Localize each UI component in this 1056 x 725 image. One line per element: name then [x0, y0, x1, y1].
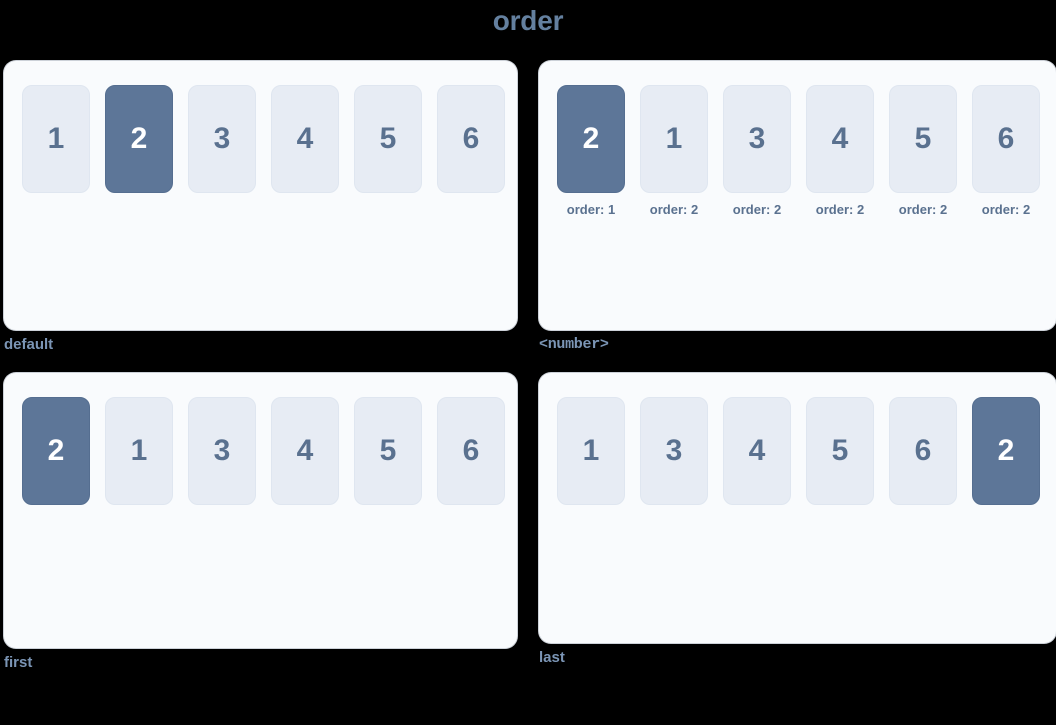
- tile-item: 3: [188, 397, 256, 505]
- tile-order-note: order: 2: [732, 202, 782, 217]
- tile-item: 5: [354, 397, 422, 505]
- tile[interactable]: 3: [188, 85, 256, 193]
- tile[interactable]: 5: [889, 85, 957, 193]
- tile-accent[interactable]: 2: [972, 397, 1040, 505]
- tile-item: 3: [640, 397, 708, 505]
- tile[interactable]: 4: [271, 397, 339, 505]
- tile-item: 2 order: 1: [557, 85, 625, 218]
- tile[interactable]: 6: [889, 397, 957, 505]
- tile[interactable]: 6: [972, 85, 1040, 193]
- tile-item: 4: [271, 397, 339, 505]
- tile-order-note: order: 1: [566, 202, 616, 217]
- tile[interactable]: 4: [723, 397, 791, 505]
- tile-item: 1 order: 2: [640, 85, 708, 218]
- tile-item: 1: [105, 397, 173, 505]
- tile-item: 6 order: 2: [972, 85, 1040, 218]
- tile-item: 5: [806, 397, 874, 505]
- tile[interactable]: 5: [354, 397, 422, 505]
- tile-item: 4: [723, 397, 791, 505]
- demo-label-number: <number>: [539, 336, 609, 353]
- demo-number: 2 order: 1 1 order: 2 3 order: 2 4 order: 2 5 ord…: [539, 61, 1056, 354]
- page-title: order: [492, 5, 564, 36]
- tile-item: 4: [271, 85, 339, 193]
- demo-label-last: last: [539, 649, 565, 666]
- tile-accent[interactable]: 2: [105, 85, 173, 193]
- tile[interactable]: 5: [354, 85, 422, 193]
- tile-item: 6: [889, 397, 957, 505]
- tile-row-number: 2 order: 1 1 order: 2 3 order: 2 4 order: 2 5 ord…: [539, 61, 1056, 218]
- demo-label-first: first: [4, 654, 33, 671]
- tile[interactable]: 1: [557, 397, 625, 505]
- tile[interactable]: 3: [723, 85, 791, 193]
- tile-item: 3 order: 2: [723, 85, 791, 218]
- tile[interactable]: 1: [105, 397, 173, 505]
- tile[interactable]: 3: [188, 397, 256, 505]
- tile[interactable]: 4: [271, 85, 339, 193]
- tile-item: 3: [188, 85, 256, 193]
- tile-item: 2: [22, 397, 90, 505]
- tile-item: 1: [22, 85, 90, 193]
- tile[interactable]: 1: [640, 85, 708, 193]
- tile-accent[interactable]: 2: [22, 397, 90, 505]
- tile[interactable]: 6: [437, 397, 505, 505]
- tile-item: 4 order: 2: [806, 85, 874, 218]
- tile[interactable]: 1: [22, 85, 90, 193]
- tile-order-note: order: 2: [815, 202, 865, 217]
- tile-item: 6: [437, 85, 505, 193]
- demo-card-number: 2 order: 1 1 order: 2 3 order: 2 4 order: 2 5 ord…: [539, 61, 1056, 330]
- tile-item: 5: [354, 85, 422, 193]
- tile-order-note: order: 2: [981, 202, 1031, 217]
- tile-item: 1: [557, 397, 625, 505]
- tile[interactable]: 6: [437, 85, 505, 193]
- tile-item: 2: [972, 397, 1040, 505]
- tile[interactable]: 5: [806, 397, 874, 505]
- tile[interactable]: 3: [640, 397, 708, 505]
- tile-accent[interactable]: 2: [557, 85, 625, 193]
- tile-order-note: order: 2: [898, 202, 948, 217]
- demo-label-default: default: [4, 336, 54, 353]
- tile-order-note: order: 2: [649, 202, 699, 217]
- tile-item: 2: [105, 85, 173, 193]
- tile-item: 6: [437, 397, 505, 505]
- tile[interactable]: 4: [806, 85, 874, 193]
- tile-item: 5 order: 2: [889, 85, 957, 218]
